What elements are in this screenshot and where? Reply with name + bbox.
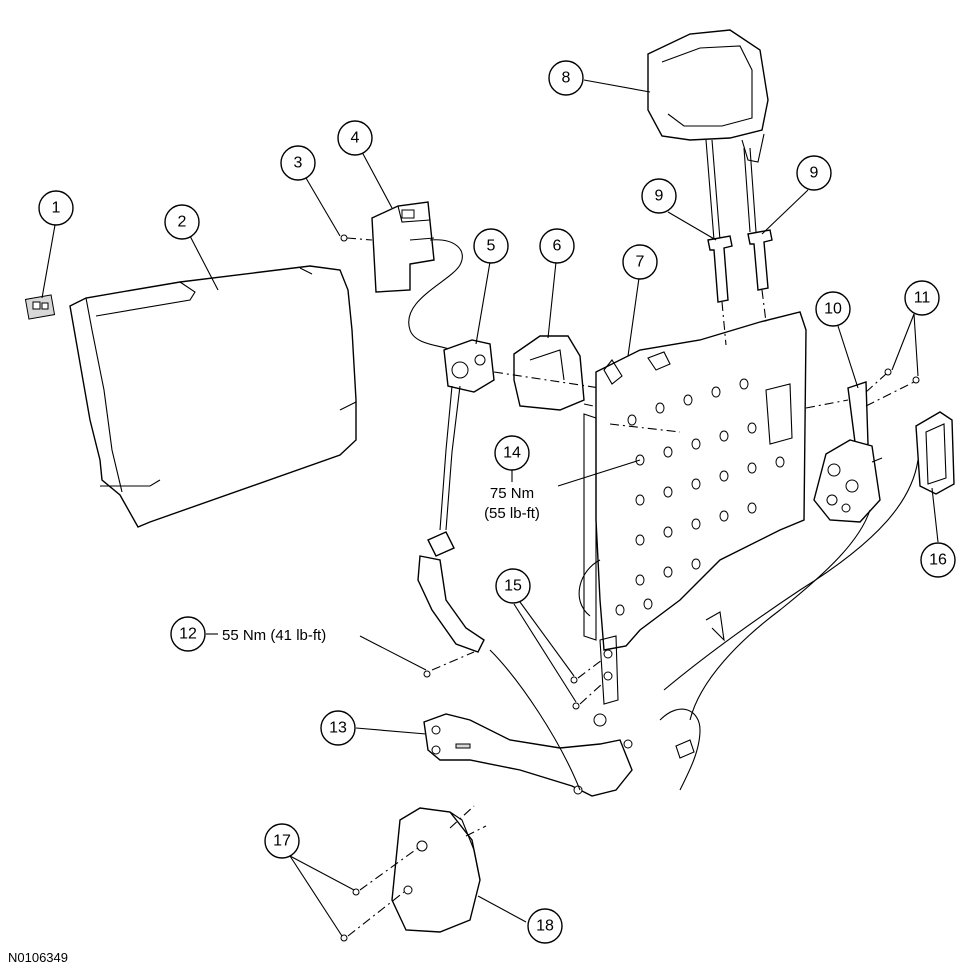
callout-8: 8 [548, 60, 584, 96]
leader-lines [41, 79, 939, 937]
callout-label: 2 [178, 214, 187, 231]
callout-label: 12 [179, 626, 197, 643]
callout-16: 16 [920, 542, 956, 578]
part-2-seatback-panel [69, 265, 357, 528]
callout-4: 4 [337, 120, 373, 156]
callout-label: 1 [52, 200, 61, 217]
part-10-latch [805, 381, 883, 523]
callout-label: 9 [810, 165, 819, 182]
callout-label: 13 [329, 720, 347, 737]
torque-spec-14-lbft: (55 lb-ft) [484, 505, 540, 522]
callout-13: 13 [320, 710, 356, 746]
part-16-release-handle [663, 411, 955, 721]
callout-17: 17 [264, 823, 300, 859]
callout-label: 16 [929, 552, 947, 569]
part-9-guide-right [747, 229, 773, 323]
callout-12: 12 [170, 616, 206, 652]
callout-9-left: 9 [641, 178, 677, 214]
part-3-screw [340, 234, 373, 242]
callout-10: 10 [815, 291, 851, 327]
callout-label: 10 [824, 301, 842, 318]
part-8-head-restraint [647, 29, 769, 241]
callout-1: 1 [38, 190, 74, 226]
part-1-clip [24, 294, 56, 320]
part-13-pivot-bracket [423, 611, 725, 797]
torque-spec-12: 55 Nm (41 lb-ft) [222, 627, 326, 644]
callout-label: 7 [636, 254, 645, 271]
part-11-bolts [865, 368, 920, 407]
callout-label: 14 [503, 445, 521, 462]
part-17-screws [340, 847, 419, 942]
callout-6: 6 [539, 228, 575, 264]
callout-label: 11 [914, 290, 931, 307]
part-9-guide-left [707, 235, 733, 346]
callout-3: 3 [280, 145, 316, 181]
callout-2: 2 [164, 204, 200, 240]
callout-11: 11 [904, 280, 940, 316]
callout-label: 5 [487, 238, 496, 255]
callout-label: 4 [351, 130, 360, 147]
callout-15: 15 [495, 568, 531, 604]
part-6-bracket [493, 335, 613, 411]
callout-label: 3 [294, 155, 303, 172]
callout-label: 18 [536, 918, 554, 935]
part-4-belt-guide-cover [371, 201, 435, 293]
callout-label: 9 [655, 188, 664, 205]
callout-label: 17 [273, 833, 291, 850]
part-5-seat-belt-retractor [408, 239, 495, 678]
callout-5: 5 [473, 228, 509, 264]
torque-spec-14-nm: 75 Nm [490, 485, 534, 502]
callout-label: 15 [504, 578, 522, 595]
callout-label: 8 [562, 70, 571, 87]
callout-7: 7 [622, 244, 658, 280]
callout-9-right: 9 [796, 155, 832, 191]
part-15-bolts [570, 659, 603, 710]
callout-label: 6 [553, 238, 562, 255]
part-7-seatback-frame [578, 311, 807, 651]
callout-18: 18 [527, 908, 563, 944]
frame-holes [615, 378, 785, 616]
part-18-side-shield [391, 805, 487, 933]
figure-id: N0106349 [8, 950, 68, 965]
callout-14: 14 [494, 435, 530, 471]
